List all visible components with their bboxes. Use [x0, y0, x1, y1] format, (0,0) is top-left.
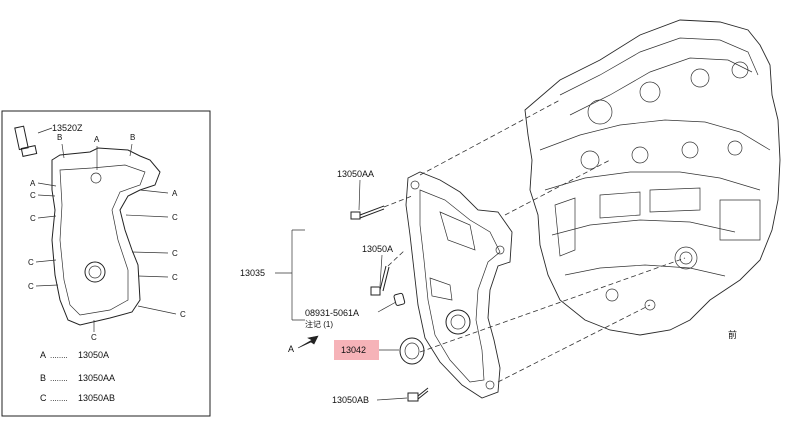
inset-letter-c1: C [30, 191, 36, 200]
inset-letter-c3: C [172, 213, 178, 222]
inset-letter-c9: C [180, 310, 186, 319]
callout-13042-highlight [334, 340, 379, 360]
view-arrow-icon [297, 335, 319, 349]
callout-13050a: 13050A [362, 244, 393, 254]
legend-dots-b: ........ [50, 374, 68, 383]
callout-13035-bracket [275, 229, 305, 321]
callout-view-a: A [288, 344, 294, 354]
inset-border [1, 110, 211, 417]
engine-block [524, 19, 781, 336]
inset-panel: 13520Z B A B A C A C C C C C C C C [1, 110, 211, 417]
legend-dots-c: ........ [50, 394, 68, 403]
bolt-13050aa [350, 205, 385, 220]
sensor-part [14, 125, 53, 157]
bolt-13050ab [407, 387, 429, 402]
inset-letter-c4: C [28, 258, 34, 267]
bolt-13050a [370, 265, 390, 296]
inset-letter-c2: C [30, 214, 36, 223]
inset-cover-outline [51, 147, 161, 326]
oil-seal-part [399, 337, 425, 365]
inset-letter-c8: C [91, 333, 97, 342]
inset-letter-c6: C [28, 282, 34, 291]
legend-part-b: 13050AA [78, 373, 115, 383]
legend-key-a: A [40, 350, 46, 360]
inset-letter-a1: A [94, 135, 100, 144]
inset-callout-13520z: 13520Z [52, 123, 83, 133]
inset-letter-a3: A [172, 189, 178, 198]
callout-13050aa: 13050AA [337, 169, 374, 179]
legend-key-b: B [40, 373, 46, 383]
inset-legend: A ........ 13050A B ........ 13050AA C .… [40, 350, 115, 403]
legend-part-c: 13050AB [78, 393, 115, 403]
callout-13035: 13035 [240, 268, 265, 278]
callout-13050ab: 13050AB [332, 395, 369, 405]
inset-letters: B A B A C A C C C C C C C C [28, 133, 186, 342]
inset-letter-b2: B [130, 133, 135, 142]
inset-letter-a2: A [30, 179, 36, 188]
callout-13042: 13042 [341, 345, 366, 355]
front-cover-part [405, 171, 513, 399]
legend-part-a: 13050A [78, 350, 109, 360]
inset-letter-c7: C [172, 273, 178, 282]
callout-08931-5061a: 08931-5061A [305, 308, 359, 318]
inset-leader-lines [35, 143, 177, 332]
callout-pin-note: 注记 (1) [305, 319, 333, 329]
front-mark-icon: 前 [728, 329, 737, 340]
legend-key-c: C [40, 393, 47, 403]
inset-letter-c5: C [172, 249, 178, 258]
inset-letter-b1: B [57, 133, 62, 142]
dowel-pin-08931-5061a [393, 292, 406, 306]
callouts: 13050AA 13050A 13035 08931-5061A 注记 (1) … [240, 169, 408, 405]
legend-dots-a: ........ [50, 351, 68, 360]
assembly-dashed-lines [383, 99, 686, 383]
